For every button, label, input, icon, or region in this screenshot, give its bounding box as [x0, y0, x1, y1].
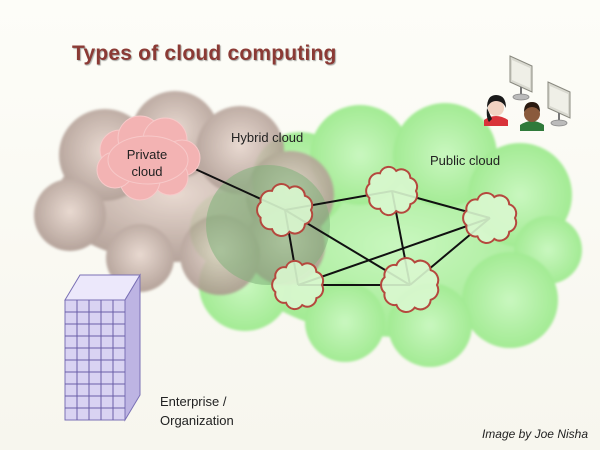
- private-cloud-label: Private cloud: [118, 146, 176, 180]
- network-node-n3: [462, 192, 518, 244]
- network-node-n4: [271, 259, 325, 311]
- image-credit: Image by Joe Nisha: [481, 427, 588, 441]
- hybrid-cloud-label: Hybrid cloud: [231, 130, 304, 145]
- building-icon: [64, 273, 141, 422]
- monitor-icon-2: [547, 81, 571, 127]
- private-cloud-label-line2: cloud: [131, 164, 163, 179]
- network-nodes: [256, 165, 518, 313]
- network-node-n5: [380, 257, 440, 313]
- enterprise-label-line2: Organization: [160, 413, 234, 428]
- user-icon-female: [484, 95, 508, 126]
- network-node-n2: [365, 165, 419, 217]
- monitor-icon-1: [509, 55, 533, 101]
- user-icon-male: [520, 102, 544, 131]
- public-cloud-label: Public cloud: [430, 153, 501, 168]
- private-cloud-badge: [96, 115, 201, 201]
- private-cloud-label-line1: Private: [126, 147, 168, 162]
- enterprise-label: Enterprise / Organization: [160, 392, 234, 430]
- page-title: Types of cloud computing: [72, 42, 337, 65]
- enterprise-label-line1: Enterprise /: [160, 394, 227, 409]
- network-node-hub: [256, 183, 314, 237]
- link-n3-n4: [297, 217, 491, 286]
